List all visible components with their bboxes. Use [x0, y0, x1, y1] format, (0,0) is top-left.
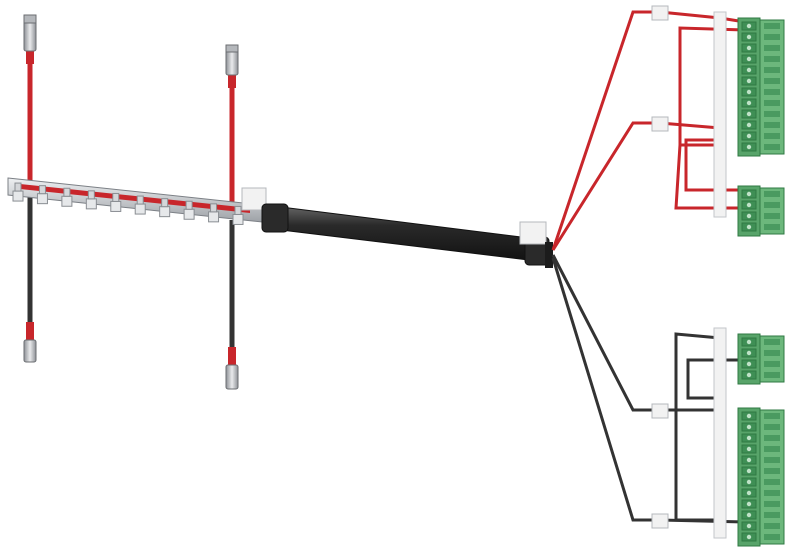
- connector-pin: [741, 21, 780, 31]
- connector-pin: [741, 455, 780, 465]
- comb-tooth: [110, 192, 122, 212]
- terminal-connectors: [737, 17, 785, 547]
- comb-tooth: [159, 198, 171, 218]
- connector-pin: [741, 477, 780, 487]
- comb-tooth: [208, 203, 220, 223]
- connector-pin: [741, 521, 780, 531]
- connector-pin: [741, 131, 780, 141]
- connector-pin: [741, 211, 780, 221]
- connector-pin: [741, 532, 780, 542]
- holder-clip: [651, 116, 669, 132]
- holder-clip: [651, 5, 669, 21]
- connector-pin: [741, 120, 780, 130]
- red-wire-to-top: [551, 10, 660, 251]
- comb-tooth: [183, 200, 195, 220]
- connector-pin: [741, 488, 780, 498]
- comb-tooth: [232, 205, 244, 225]
- red-collar-left-top: [26, 50, 34, 64]
- connector-pin: [741, 189, 780, 199]
- comb-tooth: [85, 190, 97, 210]
- comb-teeth: [12, 182, 244, 225]
- connector-pin: [741, 337, 780, 347]
- black-wire-lower-loop: [674, 332, 721, 522]
- comb-tooth: [61, 187, 73, 207]
- connector-pin: [741, 444, 780, 454]
- holder-clip: [651, 513, 669, 529]
- wire-end-ferrules: [23, 14, 239, 390]
- terminal-connector-small-lower: [737, 333, 785, 385]
- connector-pin: [741, 510, 780, 520]
- sheath-end: [545, 242, 553, 268]
- connector-pin: [741, 200, 780, 210]
- connector-pin: [741, 411, 780, 421]
- connector-pin: [741, 109, 780, 119]
- connector-pin: [741, 222, 780, 232]
- comb-tooth: [36, 185, 48, 205]
- connector-pin: [741, 98, 780, 108]
- black-wire-to-lower: [551, 254, 720, 412]
- comb-tooth: [134, 195, 146, 215]
- connector-pin: [741, 87, 780, 97]
- red-wire-to-mid: [551, 121, 721, 251]
- red-collar-middle-bottom: [228, 347, 236, 365]
- connector-pin: [741, 65, 780, 75]
- cable-holders: [651, 5, 727, 539]
- fanout-wires: [551, 10, 746, 524]
- cable-sheath-icon: [264, 204, 546, 263]
- ferrule-icon: [23, 14, 37, 52]
- connector-pin: [741, 433, 780, 443]
- ferrule-icon: [23, 339, 37, 363]
- ferrule-icon: [225, 364, 239, 390]
- connector-pin: [741, 466, 780, 476]
- holder-upper: [713, 11, 727, 218]
- connector-pin: [741, 32, 780, 42]
- holder-lower: [713, 327, 727, 539]
- connector-pin: [741, 76, 780, 86]
- comb-tooth: [12, 182, 24, 202]
- holder-clip: [651, 403, 669, 419]
- connector-pin: [741, 142, 780, 152]
- connector-pin: [741, 422, 780, 432]
- comb-busbar: [7, 177, 267, 225]
- red-collar-middle-top: [228, 74, 236, 88]
- red-collar-left-bottom: [26, 322, 34, 340]
- terminal-connector-large-top: [737, 17, 785, 157]
- terminal-connector-small-upper: [737, 185, 785, 237]
- cable-sheath: [261, 203, 553, 268]
- connector-pin: [741, 499, 780, 509]
- red-wire-top-loop: [678, 26, 746, 147]
- connector-pin: [741, 359, 780, 369]
- black-wire-to-bottom: [551, 257, 746, 524]
- busbar-end-cap: [241, 187, 267, 211]
- connector-pin: [741, 348, 780, 358]
- red-wire-fan-extra: [552, 122, 634, 251]
- connector-pin: [741, 43, 780, 53]
- sheath-collar-left: [261, 203, 289, 233]
- connector-pin: [741, 54, 780, 64]
- red-wire-mid-loop: [684, 138, 740, 192]
- left-vertical-wires: [26, 50, 236, 365]
- cable-holder-icon: [519, 221, 547, 245]
- connector-pin: [741, 370, 780, 380]
- terminal-connector-large-bottom: [737, 407, 785, 547]
- ferrule-icon: [225, 44, 239, 76]
- red-wire-top-run: [659, 10, 746, 24]
